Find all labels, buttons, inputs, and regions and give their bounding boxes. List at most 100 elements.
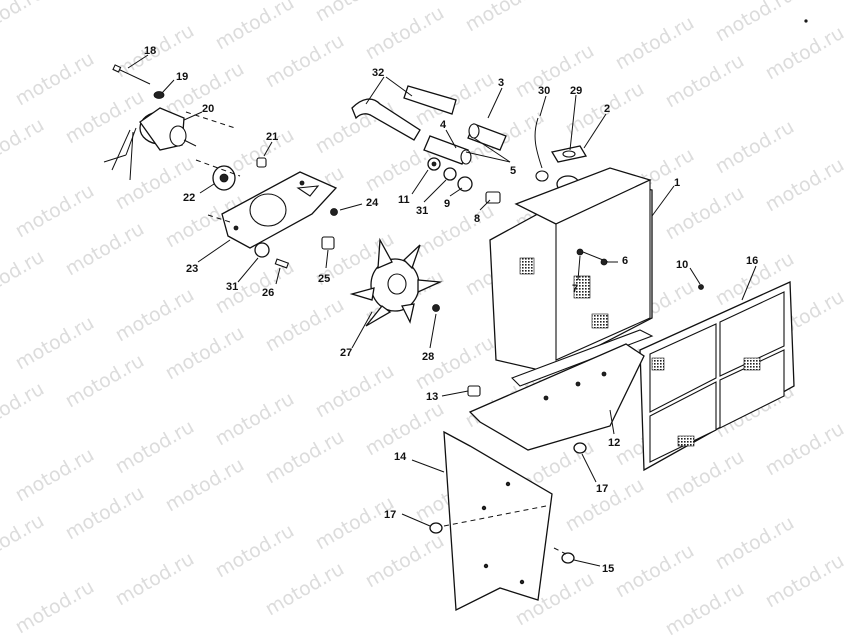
watermark-text: motod.ru (0, 114, 48, 177)
spacer-25 (321, 236, 335, 250)
callout-17-left: 17 (384, 509, 396, 521)
radiator-base-plate (468, 343, 645, 451)
watermark-text: motod.ru (12, 312, 98, 375)
bolt-26 (274, 258, 290, 269)
watermark-text: motod.ru (712, 116, 798, 179)
watermark-text: motod.ru (62, 86, 148, 149)
callout-32: 32 (372, 67, 384, 79)
nut-28 (432, 304, 440, 312)
radiator (489, 167, 654, 387)
callout-30: 30 (538, 85, 550, 97)
watermark-text: motod.ru (12, 444, 98, 507)
callout-29: 29 (570, 85, 582, 97)
callout-23: 23 (186, 263, 198, 275)
watermark-text: motod.ru (262, 294, 348, 357)
watermark-text: motod.ru (762, 22, 848, 85)
callout-21: 21 (266, 131, 278, 143)
watermark-text: motod.ru (312, 492, 398, 555)
callout-labels: 18 19 20 21 22 23 24 25 26 27 28 31 31 3… (144, 45, 758, 575)
watermark-text: motod.ru (62, 350, 148, 413)
callout-27: 27 (340, 347, 352, 359)
nut-11 (427, 157, 441, 171)
watermark-text: motod.ru (12, 48, 98, 111)
watermark-text: motod.ru (112, 284, 198, 347)
watermark-text: motod.ru (762, 418, 848, 481)
fan-motor (103, 64, 197, 181)
washer-31b (443, 167, 457, 181)
callout-20: 20 (202, 103, 214, 115)
watermark-text: motod.ru (712, 0, 798, 46)
watermark-text: motod.ru (662, 578, 748, 641)
watermark-text: motod.ru (612, 540, 698, 603)
cap-gasket (550, 145, 588, 163)
callout-25: 25 (318, 273, 330, 285)
watermark-text: motod.ru (12, 576, 98, 639)
callout-9: 9 (444, 198, 450, 210)
watermark-text: motod.ru (212, 0, 298, 54)
washer-31a (254, 242, 270, 258)
watermark-text: motod.ru (262, 30, 348, 93)
bolt-15 (561, 552, 575, 564)
watermark-text: motod.ru (112, 416, 198, 479)
callout-10: 10 (676, 259, 688, 271)
watermark-text: motod.ru (162, 322, 248, 385)
callout-4: 4 (440, 119, 447, 131)
watermark-text: motod.ru (462, 0, 548, 36)
watermark-text: motod.ru (112, 152, 198, 215)
callout-7: 7 (572, 283, 578, 295)
callout-8: 8 (474, 213, 480, 225)
callout-22: 22 (183, 192, 195, 204)
callout-17-right: 17 (596, 483, 608, 495)
spacer-21 (256, 157, 267, 168)
hose-4 (423, 135, 472, 165)
leader-lines (127, 54, 757, 567)
watermark-text: motod.ru (512, 40, 598, 103)
fan-blade-assembly (349, 237, 443, 327)
callout-26: 26 (262, 287, 274, 299)
stud-13 (467, 385, 481, 397)
watermark-text: motod.ru (262, 426, 348, 489)
grommet-9 (457, 176, 473, 192)
watermark-text: motod.ru (12, 180, 98, 243)
callout-13: 13 (426, 391, 438, 403)
callout-1: 1 (674, 177, 680, 189)
callout-18: 18 (144, 45, 156, 57)
speck (804, 19, 808, 23)
callout-14: 14 (394, 451, 407, 463)
callout-11: 11 (398, 194, 410, 206)
callout-28: 28 (422, 351, 434, 363)
callout-2: 2 (604, 103, 610, 115)
watermark-text: motod.ru (0, 510, 48, 573)
watermark-text: motod.ru (112, 548, 198, 611)
watermark-text: motod.ru (412, 332, 498, 395)
watermark-text: motod.ru (262, 558, 348, 621)
watermark-text: motod.ru (212, 520, 298, 583)
watermark-text: motod.ru (762, 154, 848, 217)
watermark-text: motod.ru (162, 454, 248, 517)
overflow-tube (534, 117, 549, 182)
washer-22 (212, 165, 236, 191)
watermark-text: motod.ru (662, 182, 748, 245)
watermark-text: motod.ru (362, 2, 448, 65)
watermark-text: motod.ru (62, 482, 148, 545)
screw-10 (698, 284, 704, 290)
side-panel (443, 430, 553, 612)
watermark-text: motod.ru (0, 246, 48, 309)
nut-17b (573, 442, 587, 454)
callout-5: 5 (510, 165, 516, 177)
watermark-text: motod.ru (712, 512, 798, 575)
callout-12: 12 (608, 437, 620, 449)
callout-19: 19 (176, 71, 188, 83)
watermark-text: motod.ru (362, 530, 448, 593)
callout-6: 6 (622, 255, 628, 267)
hose-3 (467, 123, 507, 151)
watermark-text: motod.ru (312, 0, 398, 26)
callout-31-upper: 31 (416, 205, 428, 217)
watermark-text: motod.ru (612, 12, 698, 75)
callout-15: 15 (602, 563, 614, 575)
upper-hose (351, 85, 457, 141)
watermark-text: motod.ru (0, 0, 48, 44)
radiator-screen (639, 281, 795, 472)
callout-31-lower: 31 (226, 281, 238, 293)
callout-3: 3 (498, 77, 504, 89)
